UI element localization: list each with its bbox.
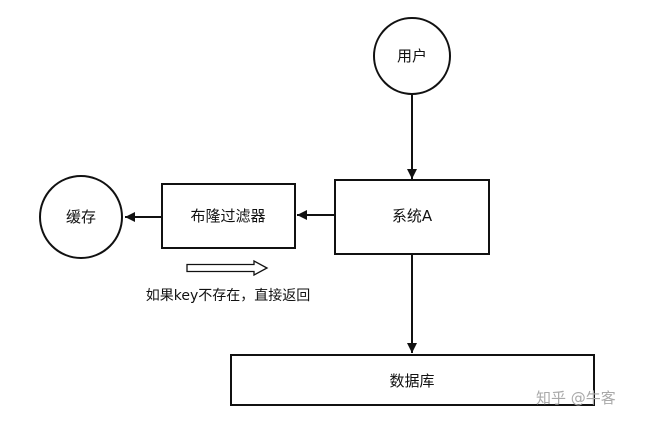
watermark: 知乎 @牛客 [536,389,616,407]
node-bloom-filter-label: 布隆过滤器 [190,207,265,225]
node-cache: 缓存 [39,175,123,259]
node-bloom-filter: 布隆过滤器 [161,183,296,249]
node-user-label: 用户 [397,47,427,65]
annotation-text: 如果key不存在，直接返回 [146,287,311,304]
node-system-a: 系统A [334,179,490,255]
hollow-right-arrow-icon [186,259,269,277]
node-user: 用户 [373,17,451,95]
node-system-a-label: 系统A [392,207,433,225]
node-database: 数据库 [230,354,595,406]
node-cache-label: 缓存 [66,208,96,226]
node-database-label: 数据库 [389,372,434,390]
